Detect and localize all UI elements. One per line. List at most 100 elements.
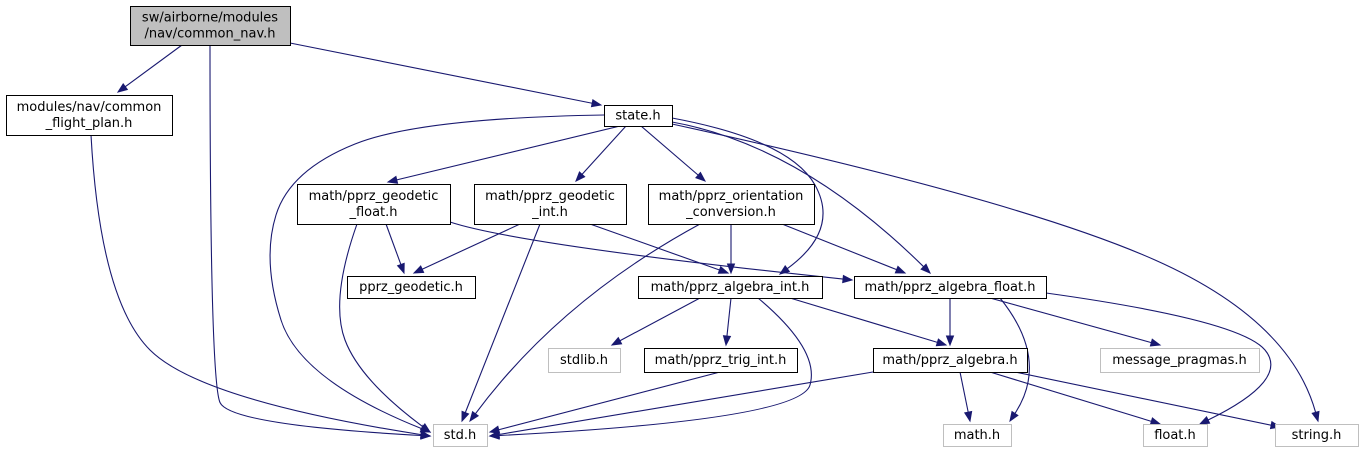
- node-pprz-geodetic[interactable]: pprz_geodetic.h: [347, 276, 476, 299]
- edge-line: [289, 42, 593, 104]
- edge-pprz_orientation_conversion-to-pprz_algebra_float: [781, 223, 907, 274]
- node-box: [638, 276, 823, 299]
- edge-pprz_algebra_int-to-pprz_trig_int: [722, 297, 732, 347]
- edge-pprz_algebra-to-std: [488, 371, 874, 439]
- node-label: _flight_plan.h: [45, 116, 133, 131]
- node-label: std.h: [444, 428, 477, 443]
- arrowhead-icon: [590, 98, 603, 108]
- node-label: math/pprz_algebra_float.h: [865, 280, 1036, 295]
- edge-common_flight_plan-to-std: [90, 134, 432, 439]
- edges-layer: [90, 42, 1320, 440]
- arrowhead-icon: [1311, 410, 1320, 423]
- node-label: float.h: [1154, 428, 1196, 443]
- edge-pprz_algebra_int-to-pprz_algebra: [789, 297, 948, 347]
- node-label: sw/airborne/modules: [142, 11, 278, 26]
- arrowhead-icon: [717, 265, 730, 274]
- node-box: [1143, 424, 1208, 447]
- node-box: [297, 184, 451, 225]
- node-box: [644, 348, 798, 373]
- node-common-flight-plan[interactable]: modules/nav/common_flight_plan.h: [6, 95, 173, 136]
- edge-line: [989, 297, 1152, 344]
- node-state[interactable]: state.h: [604, 105, 673, 127]
- edge-pprz_geodetic_int-to-pprz_algebra_int: [589, 223, 730, 274]
- node-label: math/pprz_orientation: [659, 189, 804, 204]
- arrowhead-icon: [945, 335, 955, 347]
- node-string: string.h: [1275, 424, 1359, 447]
- node-pprz-geodetic-int[interactable]: math/pprz_geodetic_int.h: [474, 184, 627, 225]
- edge-line: [671, 123, 1317, 413]
- edge-line: [589, 223, 720, 271]
- node-label: message_pragmas.h: [1112, 353, 1247, 368]
- edge-line: [959, 371, 969, 413]
- node-label: math/pprz_algebra_int.h: [651, 280, 810, 295]
- arrowhead-icon: [461, 410, 470, 423]
- node-label: math/pprz_geodetic: [309, 189, 439, 204]
- edge-line: [269, 114, 605, 430]
- edge-line: [581, 125, 627, 175]
- node-label: _conversion.h: [685, 205, 776, 220]
- node-pprz-algebra[interactable]: math/pprz_algebra.h: [873, 348, 1028, 373]
- node-common-nav[interactable]: sw/airborne/modules/nav/common_nav.h: [130, 6, 291, 46]
- node-box: [474, 184, 627, 225]
- node-label: modules/nav/common: [17, 100, 162, 115]
- node-box: [433, 424, 488, 447]
- edge-line: [1045, 292, 1272, 421]
- edge-line: [619, 297, 701, 342]
- node-pprz-algebra-int[interactable]: math/pprz_algebra_int.h: [638, 276, 823, 299]
- arrowhead-icon: [842, 274, 854, 284]
- edge-pprz_algebra_float-to-float: [1045, 292, 1272, 425]
- edge-line: [464, 223, 541, 413]
- node-label: math/pprz_algebra.h: [882, 353, 1017, 368]
- edge-state-to-pprz_orientation_conversion: [640, 125, 707, 182]
- node-pprz-geodetic-float[interactable]: math/pprz_geodetic_float.h: [297, 184, 451, 225]
- node-label: _float.h: [348, 205, 397, 220]
- node-box: [347, 276, 476, 299]
- node-pprz-orientation-conversion[interactable]: math/pprz_orientation_conversion.h: [648, 184, 815, 225]
- arrowhead-icon: [894, 265, 907, 274]
- edge-pprz_geodetic_int-to-pprz_geodetic: [412, 223, 521, 274]
- edge-common_nav-to-common_flight_plan: [116, 44, 183, 93]
- arrowhead-icon: [488, 430, 501, 439]
- edge-state-to-pprz_geodetic_float: [386, 125, 621, 184]
- node-std: std.h: [433, 424, 488, 447]
- edge-line: [999, 297, 1030, 414]
- edge-line: [449, 221, 844, 280]
- edge-line: [726, 297, 732, 337]
- edge-line: [671, 121, 924, 268]
- edge-state-to-std: [269, 114, 605, 433]
- edge-state-to-pprz_geodetic_int: [575, 125, 627, 183]
- edge-state-to-string: [671, 123, 1320, 423]
- edge-pprz_orientation_conversion-to-std: [469, 223, 701, 423]
- edge-line: [396, 125, 621, 181]
- node-box: [1100, 348, 1260, 373]
- node-box: [6, 95, 173, 136]
- node-pprz-algebra-float[interactable]: math/pprz_algebra_float.h: [854, 276, 1047, 299]
- arrowhead-icon: [920, 263, 931, 274]
- node-label: stdlib.h: [560, 353, 608, 368]
- edge-pprz_geodetic_float-to-pprz_algebra_float: [449, 221, 854, 284]
- arrowhead-icon: [386, 175, 399, 184]
- node-message-pragmas: message_pragmas.h: [1100, 348, 1260, 373]
- edge-pprz_geodetic_float-to-pprz_geodetic: [385, 223, 405, 275]
- edge-line: [498, 371, 721, 431]
- edge-line: [421, 223, 521, 270]
- node-box: [130, 6, 291, 46]
- edge-pprz_algebra_float-to-pprz_algebra: [945, 298, 955, 347]
- node-label: string.h: [1292, 428, 1342, 443]
- edge-line: [124, 44, 183, 88]
- edge-pprz_algebra-to-math: [959, 371, 973, 423]
- arrowhead-icon: [1198, 416, 1211, 425]
- node-box: [854, 276, 1047, 299]
- arrowhead-icon: [469, 410, 480, 423]
- edge-pprz_algebra_float-to-math: [999, 297, 1030, 423]
- edge-pprz_algebra_float-to-message_pragmas: [989, 297, 1162, 347]
- arrowhead-icon: [1009, 410, 1019, 423]
- arrowhead-icon: [412, 265, 425, 274]
- node-label: /nav/common_nav.h: [144, 27, 275, 42]
- edge-pprz_algebra_int-to-stdlib: [610, 297, 701, 346]
- arrowhead-icon: [116, 82, 129, 93]
- node-pprz-trig-int[interactable]: math/pprz_trig_int.h: [644, 348, 798, 373]
- node-stdlib: stdlib.h: [548, 348, 621, 373]
- edge-line: [385, 223, 402, 265]
